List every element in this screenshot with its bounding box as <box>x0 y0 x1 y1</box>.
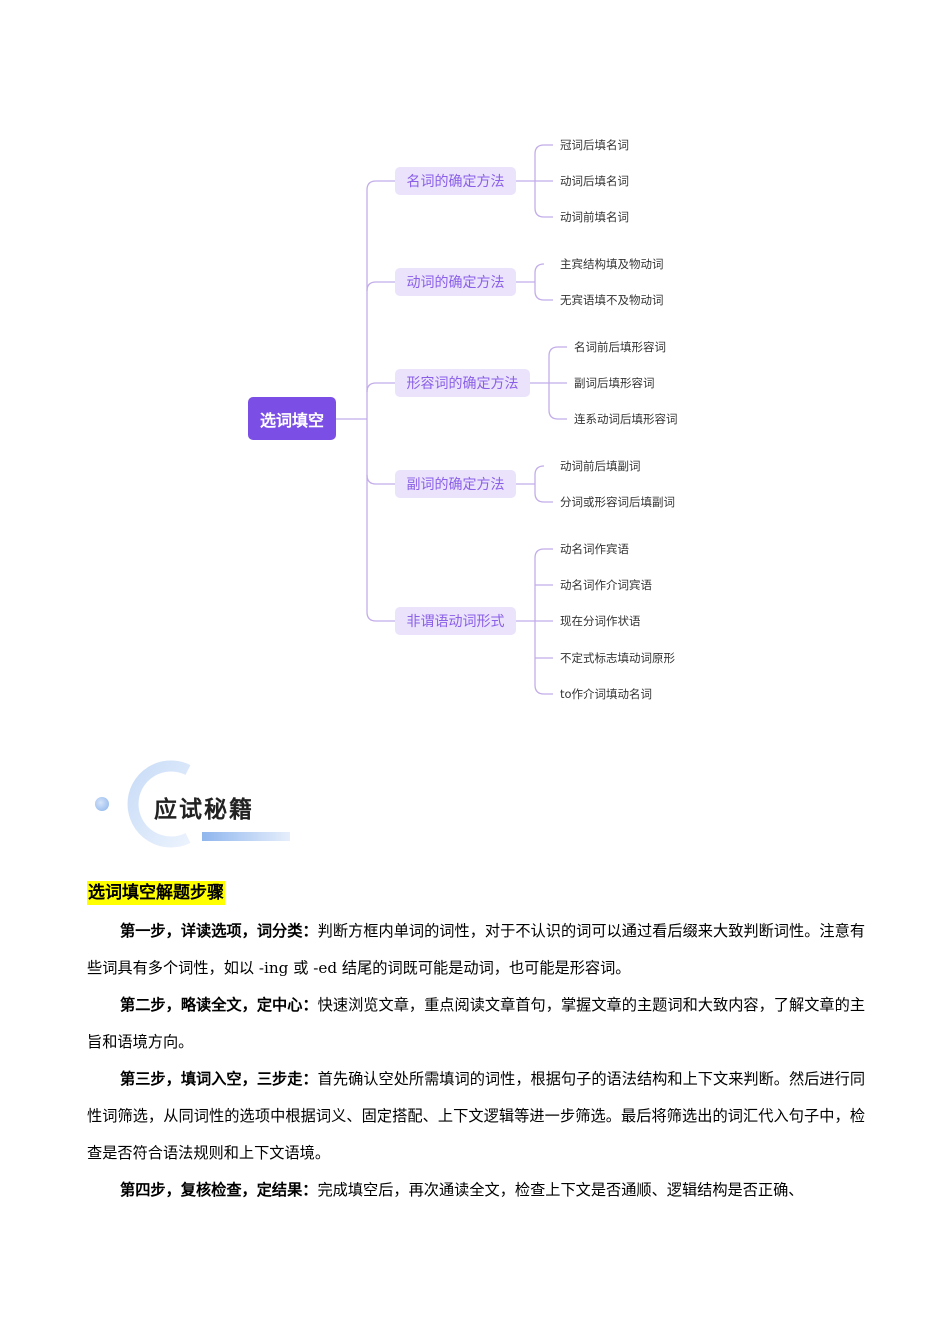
leaf-node: 动词前后填副词 <box>560 459 641 473</box>
leaf-node: 不定式标志填动词原形 <box>560 651 675 665</box>
step-label: 第三步，填词入空，三步走： <box>120 1070 318 1088</box>
branch-noun-method: 名词的确定方法 <box>395 167 516 195</box>
step-paragraph: 第三步，填词入空，三步走：首先确认空处所需填词的词性，根据句子的语法结构和上下文… <box>87 1061 865 1172</box>
step-paragraph: 第一步，详读选项，词分类：判断方框内单词的词性，对于不认识的词可以通过看后缀来大… <box>87 913 865 987</box>
banner-ring-icon <box>95 760 290 848</box>
leaf-node: 动名词作介词宾语 <box>560 578 652 592</box>
step-paragraph: 第二步，略读全文，定中心：快速浏览文章，重点阅读文章首句，掌握文章的主题词和大致… <box>87 987 865 1061</box>
step-text: 首先确认空处所需填词的词性，根据句子的语法结构和上下文来判断。然后进行同性词筛选… <box>87 1070 866 1162</box>
leaf-node: 动名词作宾语 <box>560 542 629 556</box>
leaf-node: 动词后填名词 <box>560 174 629 188</box>
leaf-node: 连系动词后填形容词 <box>574 412 678 426</box>
leaf-node: 副词后填形容词 <box>574 376 655 390</box>
leaf-node: to作介词填动名词 <box>560 687 653 701</box>
mindmap: 选词填空 名词的确定方法 冠词后填名词 动词后填名词 动词前填名词 动词的确定方… <box>248 138 678 701</box>
step-label: 第二步，略读全文，定中心： <box>120 996 318 1014</box>
step-label: 第一步，详读选项，词分类： <box>120 922 318 940</box>
leaf-node: 动词前填名词 <box>560 210 629 224</box>
branch-nonfinite-verb: 非谓语动词形式 <box>395 607 516 635</box>
doc-heading: 选词填空解题步骤 <box>87 881 225 905</box>
section-banner-decoration <box>88 760 298 850</box>
branch-adjective-method: 形容词的确定方法 <box>395 369 530 397</box>
leaf-node: 现在分词作状语 <box>560 614 641 628</box>
mindmap-connectors <box>336 144 567 695</box>
section-title: 应试秘籍 <box>154 797 254 823</box>
branch-verb-method: 动词的确定方法 <box>395 268 516 296</box>
leaf-node: 名词前后填形容词 <box>574 340 666 354</box>
step-paragraph: 第四步，复核检查，定结果：完成填空后，再次通读全文，检查上下文是否通顺、逻辑结构… <box>87 1172 865 1209</box>
leaf-node: 冠词后填名词 <box>560 138 629 152</box>
leaf-node: 无宾语填不及物动词 <box>560 293 664 307</box>
branch-adverb-method: 副词的确定方法 <box>395 470 516 498</box>
step-label: 第四步，复核检查，定结果： <box>120 1181 318 1199</box>
leaf-node: 分词或形容词后填副词 <box>560 495 675 509</box>
step-text: 快速浏览文章，重点阅读文章首句，掌握文章的主题词和大致内容，了解文章的主旨和语境… <box>87 996 866 1051</box>
doc-body: 第一步，详读选项，词分类：判断方框内单词的词性，对于不认识的词可以通过看后缀来大… <box>87 913 865 1209</box>
step-text: 判断方框内单词的词性，对于不认识的词可以通过看后缀来大致判断词性。注意有些词具有… <box>87 922 866 977</box>
leaf-node: 主宾结构填及物动词 <box>560 257 664 271</box>
step-text: 完成填空后，再次通读全文，检查上下文是否通顺、逻辑结构是否正确、 <box>317 1181 804 1199</box>
mindmap-root-node: 选词填空 <box>248 397 336 440</box>
